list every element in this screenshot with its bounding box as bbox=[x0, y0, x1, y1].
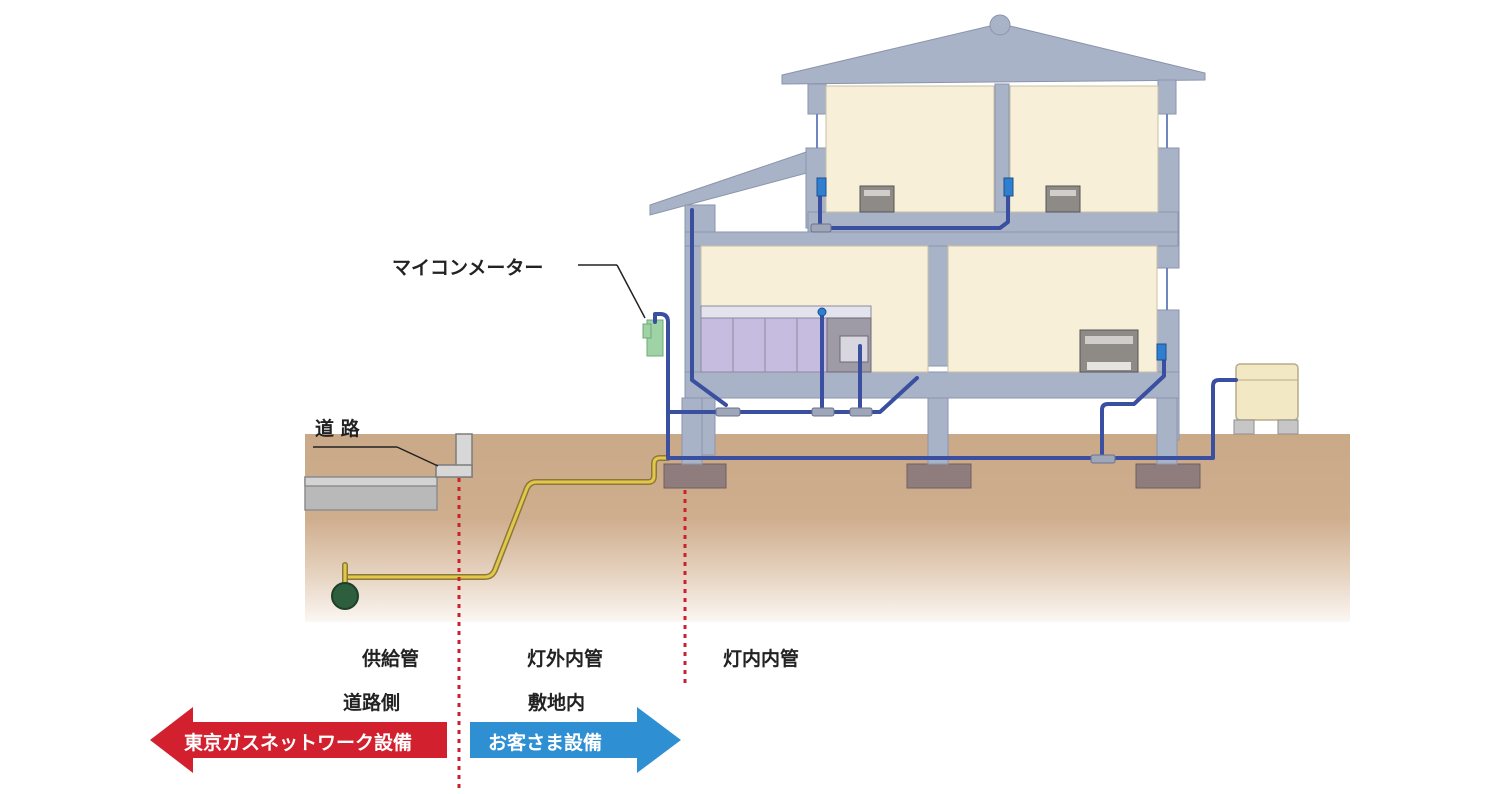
label-indoor-pipe: 灯内内管 bbox=[723, 648, 800, 670]
water-heater-unit bbox=[1233, 363, 1299, 435]
label-road: 道 路 bbox=[315, 418, 360, 440]
label-meter: マイコンメーター bbox=[392, 257, 544, 279]
meter-leader-line-diagonal bbox=[616, 264, 646, 319]
road-leader-line-diagonal bbox=[396, 446, 439, 467]
label-outdoor-pipe: 灯外内管 bbox=[527, 648, 604, 670]
upstairs-heater-left bbox=[859, 185, 895, 213]
rooms bbox=[700, 85, 1159, 373]
upstairs-heater-right bbox=[1045, 185, 1081, 213]
label-on-premises: 敷地内 bbox=[528, 692, 586, 714]
arrow-label-tokyo-gas: 東京ガスネットワーク設備 bbox=[184, 732, 413, 754]
arrow-customer bbox=[470, 707, 681, 773]
pipe-fittings bbox=[715, 223, 1116, 464]
arrow-tokyo-gas bbox=[150, 707, 447, 773]
gas-meter bbox=[642, 319, 664, 357]
label-supply-pipe: 供給管 bbox=[362, 648, 420, 670]
gas-main-pipe bbox=[331, 582, 359, 610]
foundations bbox=[663, 463, 1201, 489]
house bbox=[649, 14, 1206, 465]
gas-outlets bbox=[816, 177, 1167, 361]
label-road-side: 道路側 bbox=[343, 692, 401, 714]
kitchen-unit bbox=[700, 305, 872, 373]
road-structure bbox=[304, 433, 473, 511]
fan-heater bbox=[1079, 329, 1139, 373]
arrow-label-customer: お客さま設備 bbox=[488, 732, 603, 754]
wall-windows bbox=[816, 114, 1168, 310]
